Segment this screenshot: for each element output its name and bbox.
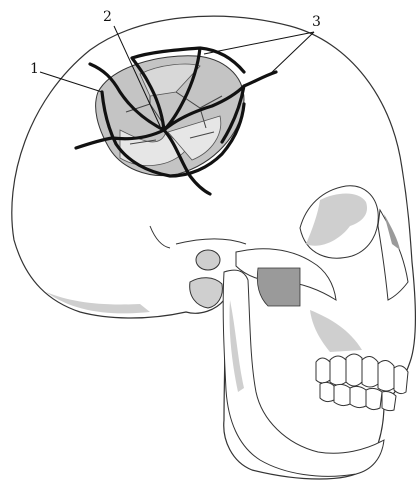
label-3: 3 (312, 15, 321, 29)
label-2: 2 (103, 10, 112, 24)
zygomatic-shadow (257, 268, 300, 306)
ear-canal (196, 250, 220, 270)
label-1: 1 (30, 62, 39, 76)
